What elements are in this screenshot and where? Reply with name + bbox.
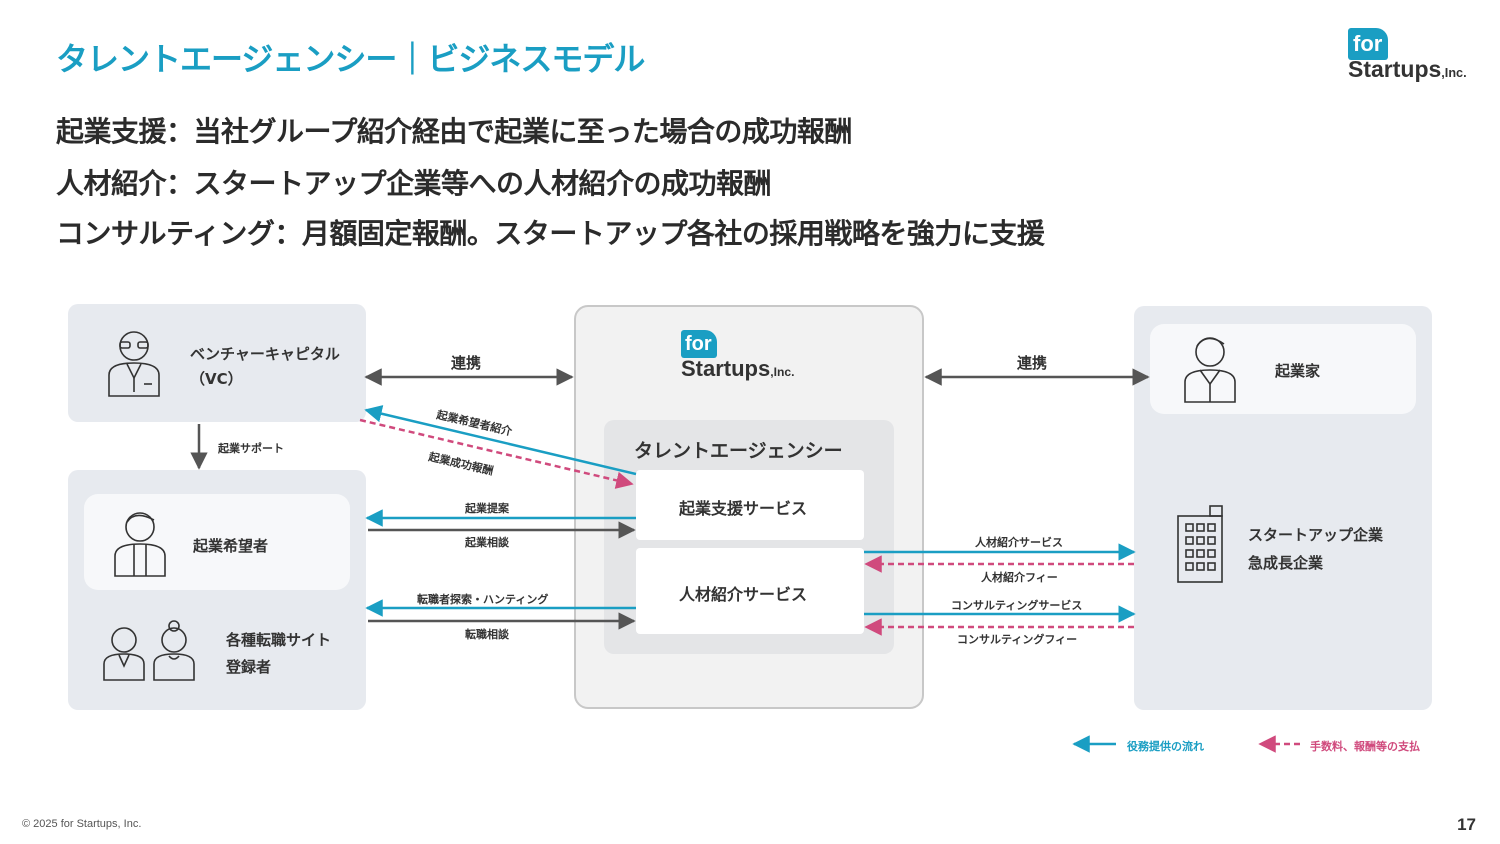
vc-person-icon [108, 331, 160, 397]
hr-service-flow-label: 人材紹介サービス [975, 536, 1063, 549]
hopeful-person-icon [114, 512, 166, 577]
vc-label-line1: ベンチャーキャピタル [190, 345, 340, 363]
entrepreneur-label: 起業家 [1275, 362, 1321, 380]
entrepreneur-person-icon [1184, 337, 1236, 403]
logo-wordmark: Startups,Inc. [1348, 56, 1467, 82]
vc-label-line2: （VC） [190, 370, 243, 388]
legend-service-label: 役務提供の流れ [1127, 740, 1204, 753]
startup-label-line2: 急成長企業 [1248, 554, 1324, 572]
talent-agency-label: タレントエージェンシー [634, 440, 843, 462]
link-label-right: 連携 [1017, 354, 1048, 372]
center-logo-for-mark: for [681, 330, 717, 358]
building-icon [1177, 505, 1223, 583]
entrepreneur-card [1150, 324, 1416, 414]
referral-label: 起業希望者紹介 [434, 407, 514, 438]
job-site-label-line2: 登録者 [226, 658, 272, 676]
legend-payment-label: 手数料、報酬等の支払 [1310, 740, 1420, 753]
startup-support-service-label: 起業支援サービス [679, 499, 808, 518]
referral-arrow [364, 405, 637, 476]
startup-support-service-box [636, 470, 864, 540]
support-label: 起業サポート [218, 442, 284, 455]
job-consult-label: 転職相談 [465, 628, 509, 641]
business-line-hr-referral: 人材紹介：スタートアップ企業等への人材紹介の成功報酬 [56, 167, 772, 200]
consulting-service-label: コンサルティングサービス [951, 599, 1083, 612]
company-logo: for Startups,Inc. [1348, 28, 1467, 83]
hr-fee-label: 人材紹介フィー [981, 571, 1058, 584]
logo-for-mark: for [1348, 28, 1389, 60]
proposal-label: 起業提案 [465, 502, 509, 515]
hr-service-box [636, 548, 864, 634]
consulting-fee-label: コンサルティングフィー [957, 633, 1078, 646]
copyright: © 2025 for Startups, Inc. [22, 818, 142, 830]
search-label: 転職者探索・ハンティング [417, 593, 549, 606]
startup-label-line1: スタートアップ企業 [1248, 526, 1384, 544]
business-line-consulting: コンサルティング：月額固定報酬。スタートアップ各社の採用戦略を強力に支援 [56, 217, 1045, 250]
business-line-startup-support: 起業支援：当社グループ紹介経由で起業に至った場合の成功報酬 [56, 115, 852, 148]
success-fee-label: 起業成功報酬 [426, 449, 494, 478]
center-logo: for Startups,Inc. [681, 330, 794, 382]
link-label-left: 連携 [451, 354, 482, 372]
consult-label: 起業相談 [465, 536, 509, 549]
page-title: タレントエージェンシー｜ビジネスモデル [56, 40, 645, 78]
hopeful-card [84, 494, 350, 590]
center-logo-wordmark: Startups,Inc. [681, 356, 795, 381]
hr-service-label: 人材紹介サービス [679, 585, 808, 604]
job-seekers-icon [103, 620, 195, 681]
page-number: 17 [1457, 815, 1476, 834]
success-fee-arrow [359, 418, 634, 489]
vc-panel [68, 304, 366, 422]
job-site-label-line1: 各種転職サイト [226, 631, 332, 649]
hopeful-label: 起業希望者 [193, 537, 269, 555]
